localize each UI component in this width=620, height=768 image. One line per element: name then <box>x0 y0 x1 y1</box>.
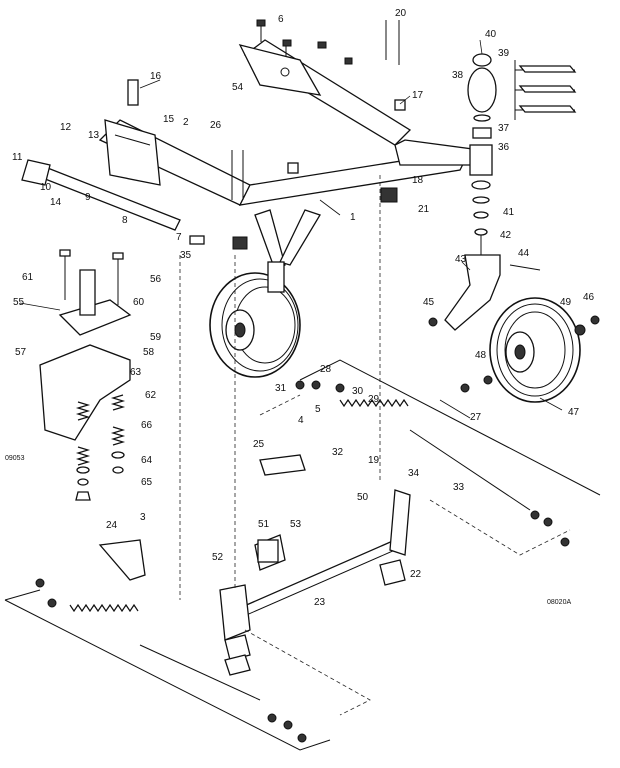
callout-10: 10 <box>40 182 52 193</box>
main-frame <box>21 39 481 271</box>
callout-65: 65 <box>141 477 153 488</box>
drive-wheel <box>209 261 301 378</box>
callout-15: 15 <box>163 114 175 125</box>
callout-33: 33 <box>453 482 465 493</box>
callout-22: 22 <box>410 569 422 580</box>
callout-66: 66 <box>141 420 153 431</box>
callout-4: 4 <box>298 415 304 426</box>
lift-spring-lower <box>69 603 261 701</box>
height-clips <box>224 559 406 676</box>
callout-7: 7 <box>176 232 182 243</box>
callout-37: 37 <box>498 123 510 134</box>
deck-mount-bracket <box>39 249 132 441</box>
callout-61: 61 <box>22 272 34 283</box>
callout-2: 2 <box>183 117 189 128</box>
callout-16: 16 <box>150 71 162 82</box>
callout-38: 38 <box>452 70 464 81</box>
callout-24: 24 <box>106 520 118 531</box>
callout-14: 14 <box>50 197 62 208</box>
callout-18: 18 <box>412 175 424 186</box>
leader-lines <box>19 39 563 419</box>
callout-53: 53 <box>290 519 302 530</box>
callout-54: 54 <box>232 82 244 93</box>
callout-43: 43 <box>455 254 467 265</box>
callout-48: 48 <box>475 350 487 361</box>
callout-6: 6 <box>278 14 284 25</box>
figure-code-left: 09053 <box>5 455 25 462</box>
callout-36: 36 <box>498 142 510 153</box>
callout-46: 46 <box>583 292 595 303</box>
hardware-bolts <box>35 19 600 743</box>
callout-30: 30 <box>352 386 364 397</box>
callout-55: 55 <box>13 297 25 308</box>
spring-stack-left <box>75 401 91 501</box>
callout-50: 50 <box>357 492 369 503</box>
callout-34: 34 <box>408 468 420 479</box>
callout-1: 1 <box>350 212 356 223</box>
callout-42: 42 <box>500 230 512 241</box>
callout-63: 63 <box>130 367 142 378</box>
callout-29: 29 <box>368 394 380 405</box>
callout-44: 44 <box>518 248 530 259</box>
callout-58: 58 <box>143 347 155 358</box>
callout-labels: 1 2 3 4 5 6 7 8 9 10 11 12 13 14 15 16 1… <box>12 8 595 608</box>
callout-62: 62 <box>145 390 157 401</box>
callout-49: 49 <box>560 297 572 308</box>
callout-39: 39 <box>498 48 510 59</box>
callout-41: 41 <box>503 207 515 218</box>
callout-23: 23 <box>314 597 326 608</box>
callout-45: 45 <box>423 297 435 308</box>
spring-stack-right <box>110 394 126 474</box>
callout-28: 28 <box>320 364 332 375</box>
callout-8: 8 <box>122 215 128 226</box>
callout-9: 9 <box>85 192 91 203</box>
callout-25: 25 <box>253 439 265 450</box>
callout-35: 35 <box>180 250 192 261</box>
callout-47: 47 <box>568 407 580 418</box>
callout-12: 12 <box>60 122 72 133</box>
front-caster-assembly <box>444 53 577 331</box>
callout-27: 27 <box>470 412 482 423</box>
callout-21: 21 <box>418 204 430 215</box>
callout-3: 3 <box>140 512 146 523</box>
caster-wheel <box>489 297 581 403</box>
callout-13: 13 <box>88 130 100 141</box>
callout-32: 32 <box>332 447 344 458</box>
callout-31: 31 <box>275 383 287 394</box>
figure-code-right: 08020A <box>547 599 571 606</box>
callout-20: 20 <box>395 8 407 19</box>
callout-56: 56 <box>150 274 162 285</box>
callout-40: 40 <box>485 29 497 40</box>
callout-51: 51 <box>258 519 270 530</box>
callout-60: 60 <box>133 297 145 308</box>
lift-spring-upper <box>339 398 531 511</box>
callout-5: 5 <box>315 404 321 415</box>
callout-64: 64 <box>141 455 153 466</box>
assembly-outline <box>4 175 601 751</box>
callout-17: 17 <box>412 90 424 101</box>
callout-57: 57 <box>15 347 27 358</box>
callout-26: 26 <box>210 120 222 131</box>
callout-19: 19 <box>368 455 380 466</box>
callout-52: 52 <box>212 552 224 563</box>
callout-59: 59 <box>150 332 162 343</box>
callout-11: 11 <box>12 152 23 163</box>
